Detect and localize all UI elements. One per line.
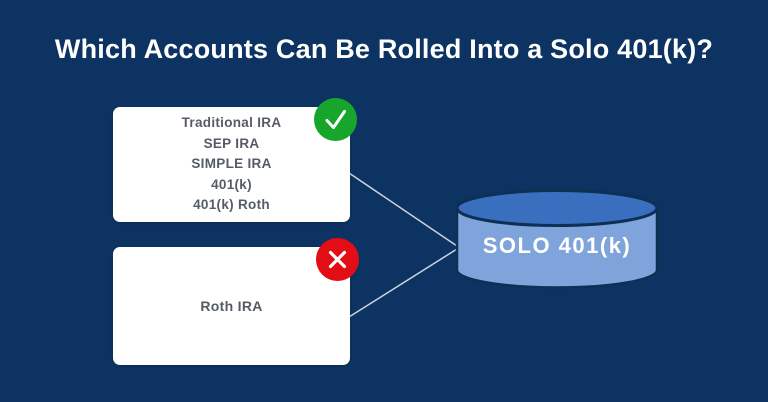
connector-line-ineligible: [348, 248, 458, 318]
eligible-accounts-card: Traditional IRA SEP IRA SIMPLE IRA 401(k…: [113, 107, 350, 222]
database-cylinder-icon: [455, 189, 659, 289]
account-item: 401(k) Roth: [193, 197, 270, 213]
account-item: SIMPLE IRA: [191, 156, 272, 172]
check-icon: [314, 98, 357, 141]
cylinder-body: [455, 207, 659, 289]
ineligible-accounts-card: Roth IRA: [113, 247, 350, 365]
connector-line-eligible: [348, 172, 458, 247]
account-item: 401(k): [211, 176, 252, 192]
account-item: Roth IRA: [200, 297, 263, 314]
account-item: Traditional IRA: [181, 115, 282, 131]
solo-401k-label: SOLO 401(k): [482, 233, 632, 258]
cross-icon: [316, 238, 359, 281]
page-title: Which Accounts Can Be Rolled Into a Solo…: [54, 34, 714, 64]
cylinder-top: [455, 189, 659, 227]
account-item: SEP IRA: [203, 135, 260, 151]
